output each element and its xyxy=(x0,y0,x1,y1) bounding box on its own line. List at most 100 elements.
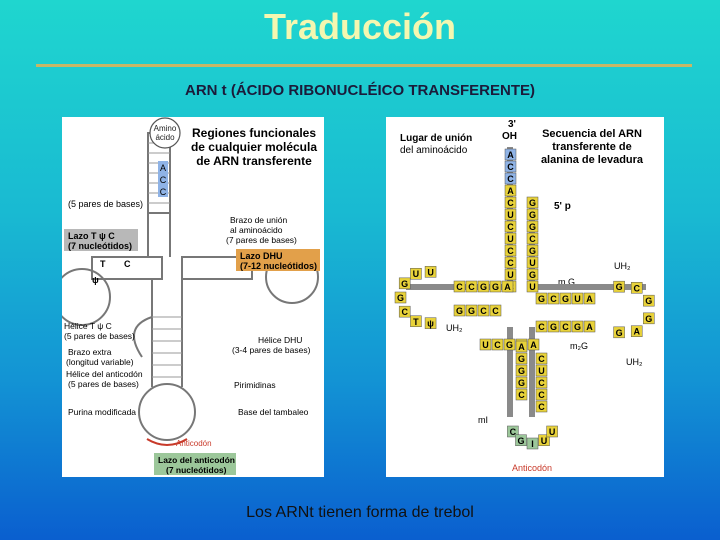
base-sequence-layer: ACCACUCUCCUCGGGCGUGUCCGGAGGCCUUGGCTψGCGU… xyxy=(394,148,655,450)
right-loop-0-box xyxy=(613,280,625,293)
acceptor-5p-3: C xyxy=(529,234,536,244)
title-divider xyxy=(36,64,692,67)
anticodon-stem-left-0-box xyxy=(515,340,528,353)
anticodon-stem-right-3-box xyxy=(535,388,548,401)
label-anticodon-right: Anticodón xyxy=(512,463,552,473)
label-lazo-dhu-1: Lazo DHU xyxy=(240,251,283,261)
label-brazo-3: (7 pares de bases) xyxy=(226,235,297,245)
right-stem-top-1-box xyxy=(547,292,560,305)
left-loop-5: T xyxy=(413,317,419,327)
junction-2-box xyxy=(503,338,516,351)
left-loop-0: U xyxy=(427,267,434,277)
label-3oh-1: 3' xyxy=(508,119,516,130)
acceptor-base-1: A xyxy=(160,163,166,173)
label-c: C xyxy=(124,259,131,269)
acceptor-3p-9-box xyxy=(504,256,517,269)
left-stem-top-2-box xyxy=(477,280,490,293)
anticodon-stem-right-1: U xyxy=(538,366,545,376)
left-stem-bottom-3: C xyxy=(492,306,499,316)
label-mg: m.G xyxy=(558,277,575,287)
label-lazo-anti-2: (7 nucleótidos) xyxy=(166,465,227,475)
anticodon-stem-right-4: C xyxy=(538,402,545,412)
left-heading-2: de cualquier molécula xyxy=(191,140,317,154)
left-stem-bottom-2: C xyxy=(480,306,487,316)
right-loop-1: C xyxy=(633,283,640,293)
acceptor-5p-6: G xyxy=(529,270,536,280)
acceptor-3p-0: A xyxy=(507,150,514,160)
left-stem-bottom-0: G xyxy=(456,306,463,316)
right-stem-top-3: U xyxy=(574,294,581,304)
left-loop-6-box xyxy=(424,317,437,329)
acceptor-3p-8: C xyxy=(507,246,514,256)
right-stem-top-1: C xyxy=(550,294,557,304)
right-stem-top-2-box xyxy=(559,292,572,305)
anticodon-stem-right-0-box xyxy=(535,352,548,365)
right-stem-bottom-3: G xyxy=(574,322,581,332)
left-stem-top-3: G xyxy=(492,282,499,292)
junction-4: A xyxy=(530,340,537,350)
right-loop-0: G xyxy=(616,282,623,292)
acceptor-base-3: C xyxy=(160,187,167,197)
right-stem-bottom-2-box xyxy=(559,320,572,333)
label-brazo-2: al aminoácido xyxy=(230,225,283,235)
right-stem-bottom-4: A xyxy=(586,322,593,332)
acceptor-5p-0: G xyxy=(529,198,536,208)
acceptor-5p-1: G xyxy=(529,210,536,220)
anticodon-loop-4-box xyxy=(546,425,558,438)
left-loop-0-box xyxy=(424,266,437,278)
acceptor-5p-7-box xyxy=(526,280,539,293)
right-stem-top-4-box xyxy=(583,292,596,305)
acceptor-3p-5-box xyxy=(504,208,517,221)
label-lazo-tpc-2: (7 nucleótidos) xyxy=(68,241,132,251)
label-3oh-2: OH xyxy=(502,131,517,142)
acceptor-3p-3: A xyxy=(507,186,514,196)
acceptor-3p-1: C xyxy=(507,162,514,172)
left-stem-top-1: C xyxy=(468,282,475,292)
right-stem-bottom-1: G xyxy=(550,322,557,332)
anticodon-stem-left-1-box xyxy=(515,352,528,365)
left-loop-1: U xyxy=(413,269,420,279)
right-stem-top-0-box xyxy=(535,292,548,305)
anticodon-loop-2: I xyxy=(531,439,534,449)
anticodon-stem-left-1: G xyxy=(518,354,525,364)
label-pirimidinas: Pirimidinas xyxy=(234,380,276,390)
label-brazo-extra-1: Brazo extra xyxy=(68,347,112,357)
acceptor-3p-5: U xyxy=(507,210,514,220)
left-stem-top-4-box xyxy=(501,280,514,293)
anticodon-stem-right-3: C xyxy=(538,390,545,400)
acceptor-5p-2: G xyxy=(529,222,536,232)
left-heading-1: Regiones funcionales xyxy=(192,126,316,140)
acceptor-3p-10: U xyxy=(507,270,514,280)
acceptor-3p-9: C xyxy=(507,258,514,268)
acceptor-3p-4-box xyxy=(504,196,517,209)
left-stem-bottom-0-box xyxy=(453,304,466,317)
trna-functional-regions-diagram: Amino ácido A C C Regiones funcionales d… xyxy=(53,117,324,477)
right-stem-bottom-1-box xyxy=(547,320,560,333)
anticodon-loop-1: G xyxy=(517,436,524,446)
left-stem-bottom-3-box xyxy=(489,304,502,317)
acceptor-5p-4-box xyxy=(526,244,539,257)
anticodon-stem-left-4-box xyxy=(515,388,528,401)
right-heading-2: transferente de xyxy=(552,141,631,153)
left-loop-1-box xyxy=(410,267,422,280)
acceptor-5p-0-box xyxy=(526,196,539,209)
acceptor-3p-7-box xyxy=(504,232,517,245)
acceptor-3p-7: U xyxy=(507,234,514,244)
acceptor-5p-7: U xyxy=(529,282,536,292)
slide-subtitle: ARN t (ÁCIDO RIBONUCLÉICO TRANSFERENTE) xyxy=(185,82,535,99)
acceptor-5p-2-box xyxy=(526,220,539,233)
label-lazo-tpc-1: Lazo T ψ C xyxy=(68,231,115,241)
label-brazo-1: Brazo de unión xyxy=(230,215,287,225)
acceptor-3p-2: C xyxy=(507,174,514,184)
right-stem-top-0: G xyxy=(538,294,545,304)
left-loop-4-box xyxy=(398,305,411,318)
junction-0: U xyxy=(482,340,489,350)
label-base-tambaleo: Base del tambaleo xyxy=(238,407,309,417)
acceptor-base-2: C xyxy=(160,175,167,185)
left-stem-bottom-1: G xyxy=(468,306,475,316)
acceptor-3p-0-box xyxy=(504,148,517,161)
label-5pairs-top: (5 pares de bases) xyxy=(68,199,143,209)
right-stem-top-3-box xyxy=(571,292,584,305)
right-loop-4: A xyxy=(633,327,640,337)
left-loop-3-box xyxy=(394,291,407,304)
